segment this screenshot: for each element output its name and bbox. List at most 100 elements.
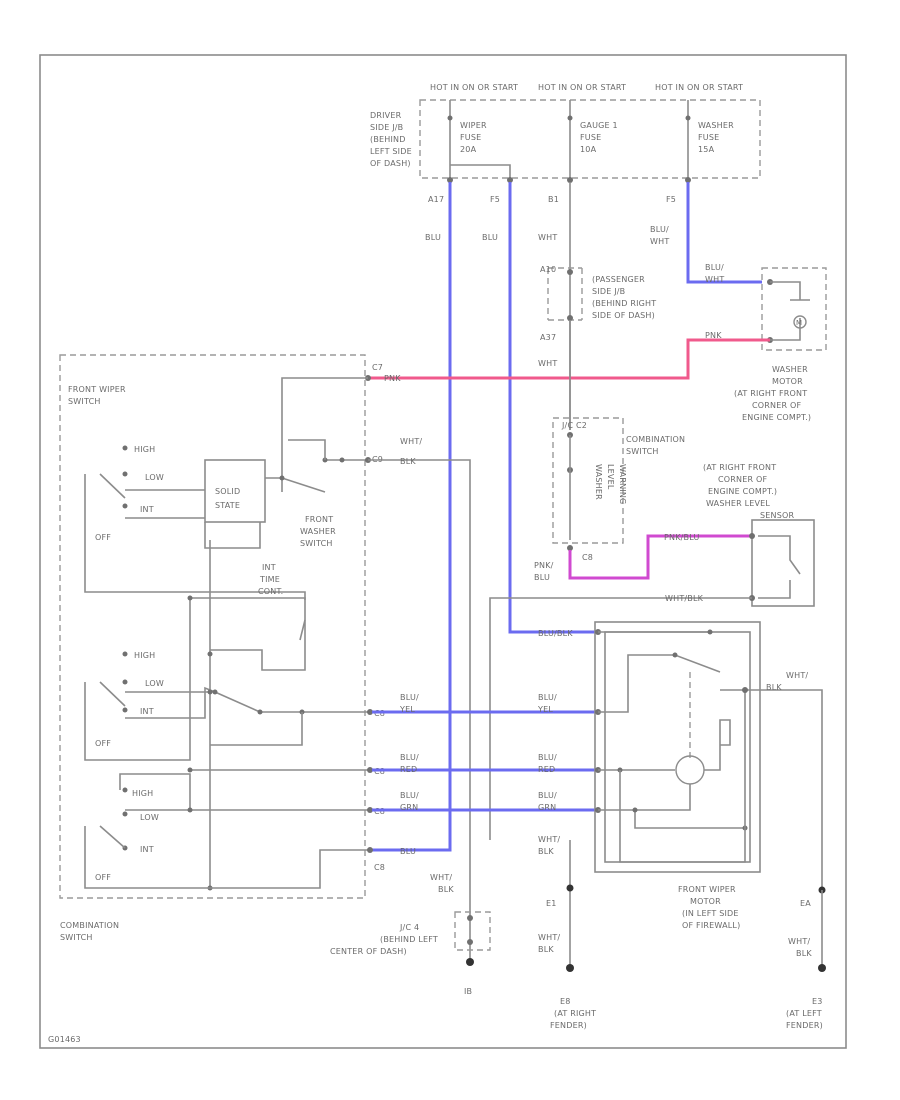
sensor-label: (AT RIGHT FRONT (703, 463, 776, 472)
sensor-label: SENSOR (760, 511, 794, 520)
wire-label: BLU (482, 233, 498, 242)
fuse-label: FUSE (698, 133, 719, 142)
wire-label: BLU (400, 847, 416, 856)
wire-label: WHT (538, 359, 557, 368)
solid-state-label: STATE (215, 501, 240, 510)
position-label: HIGH (134, 651, 155, 660)
diagram-code: G01463 (48, 1035, 81, 1044)
jb-location-line: (BEHIND (370, 135, 406, 144)
ground-pin: IB (464, 987, 472, 996)
wiper-motor-label: MOTOR (690, 897, 721, 906)
combo-switch-label: SWITCH (626, 447, 659, 456)
wire-label: RED (538, 765, 555, 774)
wire-label: BLK (400, 457, 416, 466)
ground-name: E8 (560, 997, 571, 1006)
ground-label: J/C 4 (399, 923, 419, 932)
wire-label: PNK/BLU (664, 533, 700, 542)
wire-label: BLU/ (538, 753, 557, 762)
pin-label: A10 (540, 265, 556, 274)
fuse-label: 15A (698, 145, 715, 154)
wire-label: PNK (384, 374, 401, 383)
wire-label: RED (400, 765, 417, 774)
position-label: INT (140, 505, 154, 514)
wire-label: BLU (425, 233, 441, 242)
wire-label: BLU/ (400, 753, 419, 762)
wire-label: BLU/ (538, 693, 557, 702)
position-label: LOW (145, 473, 164, 482)
front-wiper-motor: FRONT WIPER MOTOR (IN LEFT SIDE OF FIREW… (594, 621, 761, 930)
motor-m-symbol: M (796, 319, 802, 327)
jb-location-line: SIDE J/B (370, 123, 403, 132)
ground-label: (BEHIND LEFT (380, 935, 438, 944)
wire-label: WHT/ (786, 671, 808, 680)
jb-location-line: LEFT SIDE (370, 147, 412, 156)
wire-label: WHT (705, 275, 724, 284)
wire-label: WHT/ (538, 835, 560, 844)
ground-label: (AT LEFT (786, 1009, 822, 1018)
washer-level-sensor: (AT RIGHT FRONT CORNER OF ENGINE COMPT.)… (703, 463, 815, 607)
fuse-label: GAUGE 1 (580, 121, 618, 130)
ground-label: FENDER) (786, 1021, 823, 1030)
position-label: LOW (145, 679, 164, 688)
washer-level-warning-text: LEVEL (606, 464, 615, 490)
ground-e8: WHT/ BLK E1 WHT/ BLK E8 (AT RIGHT FENDER… (538, 835, 596, 1030)
washer-level-warning-text: WARNING (618, 464, 627, 504)
diagram-frame (39, 54, 847, 1049)
washer-motor: M WASHER MOTOR (AT RIGHT FRONT CORNER OF… (734, 267, 827, 422)
jb-location-line: DRIVER (370, 111, 402, 120)
wire-label: BLU/ (400, 693, 419, 702)
sensor-label: ENGINE COMPT.) (708, 487, 777, 496)
int-time-label: TIME (259, 575, 280, 584)
wire-label: BLK (438, 885, 454, 894)
wire-pnk-blu (568, 534, 752, 580)
wiper-motor-label: (IN LEFT SIDE (682, 909, 739, 918)
wire-wht-blk-sensor (489, 597, 752, 840)
int-time-label: CONT. (258, 587, 283, 596)
position-label: LOW (140, 813, 159, 822)
wire-label: BLK (796, 949, 812, 958)
washer-motor-label: ENGINE COMPT.) (742, 413, 811, 422)
wire-label: BLK (538, 945, 554, 954)
combination-switch-label: SWITCH (60, 933, 93, 942)
washer-motor-label: CORNER OF (752, 401, 801, 410)
jc-label: J/C C2 (561, 421, 587, 430)
wire-label: YEL (537, 705, 553, 714)
wire-label: GRN (538, 803, 556, 812)
position-label: HIGH (134, 445, 155, 454)
pin-label: F5 (666, 195, 676, 204)
wire-label: PNK/ (534, 561, 554, 570)
wire-pnk (370, 338, 770, 380)
wiper-motor-label: OF FIREWALL) (682, 921, 740, 930)
wire-label: BLU/ (650, 225, 669, 234)
fuse-label: FUSE (460, 133, 481, 142)
wire-label: BLK (538, 847, 554, 856)
washer-motor-label: MOTOR (772, 377, 803, 386)
jb-location-line: OF DASH) (370, 159, 411, 168)
wire-blu-f5 (508, 182, 595, 634)
pin-label: C8 (374, 863, 385, 872)
hot-label-1: HOT IN ON OR START (430, 83, 518, 92)
fuse-label: 10A (580, 145, 597, 154)
wire-label: BLU (534, 573, 550, 582)
ground-name: E3 (812, 997, 823, 1006)
wire-label: BLK (766, 683, 782, 692)
ground-junction-connector-4: WHT/ BLK J/C 4 (BEHIND LEFT CENTER OF DA… (330, 873, 491, 996)
wire-blu-wht-washer (686, 182, 762, 284)
driver-side-junction-block: HOT IN ON OR START HOT IN ON OR START HO… (370, 83, 761, 204)
jb-label-line: (BEHIND RIGHT (592, 299, 656, 308)
ground-e3: EA WHT/ BLK E3 (AT LEFT FENDER) (786, 886, 826, 1030)
wire-label: WHT/ (788, 937, 810, 946)
fuse-label: FUSE (580, 133, 601, 142)
sensor-label: WASHER LEVEL (706, 499, 770, 508)
ground-pin: EA (800, 899, 811, 908)
washer-motor-label: WASHER (772, 365, 808, 374)
front-wiper-switch: FRONT WIPER SWITCH C7 HIGH LOW INT OFF S… (59, 354, 471, 942)
pin-label: F5 (490, 195, 500, 204)
jb-label-line: SIDE J/B (592, 287, 625, 296)
wire-label: WHT/ (430, 873, 452, 882)
position-label: OFF (95, 533, 111, 542)
combo-switch-label: COMBINATION (626, 435, 685, 444)
position-label: INT (140, 707, 154, 716)
position-label: OFF (95, 873, 111, 882)
